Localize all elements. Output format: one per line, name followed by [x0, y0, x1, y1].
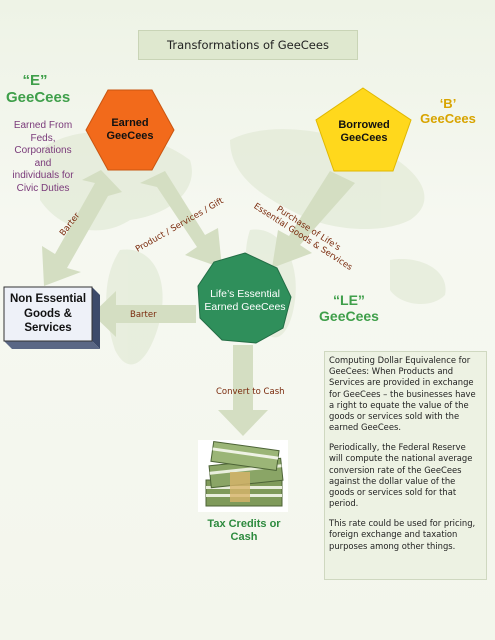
convert-to-cash-label: Convert to Cash — [216, 387, 285, 397]
e-geecees-tag-line2: GeeCees — [6, 89, 71, 107]
non-essential-label: Non Essential Goods & Services — [9, 293, 87, 335]
dollar-equivalence-note: Computing Dollar Equivalence for GeeCees… — [324, 351, 487, 580]
essential-geecees-heptagon — [197, 252, 292, 344]
e-geecees-tag: “E” GeeCees — [6, 72, 71, 107]
note-paragraph-2: Periodically, the Federal Reserve will c… — [329, 442, 473, 509]
tax-credits-cash-label: Tax Credits or Cash — [207, 518, 281, 543]
arrow-convert-to-cash — [218, 345, 268, 436]
note-paragraph-1: Computing Dollar Equivalence for GeeCees… — [329, 355, 476, 433]
essential-geecees-label: Life’s Essential Earned GeeCees — [204, 288, 286, 313]
b-geecees-tag-line2: GeeCees — [420, 110, 476, 126]
borrowed-geecees-pentagon — [315, 87, 412, 172]
arrow-borrowed-to-essential — [272, 171, 355, 268]
earned-description: Earned From Feds, Corporations and indiv… — [12, 120, 74, 194]
cash-stack-image — [198, 440, 288, 512]
non-essential-box — [3, 286, 100, 349]
arrow-barter-middle — [92, 291, 196, 337]
le-geecees-tag-line1: “LE” — [333, 292, 365, 308]
b-geecees-tag: ‘B’ GeeCees — [414, 96, 482, 127]
note-paragraph-3: This rate could be used for pricing, for… — [329, 518, 476, 551]
b-geecees-tag-line1: ‘B’ — [439, 96, 457, 111]
diagram-title: Transformations of GeeCees — [138, 30, 358, 60]
le-geecees-tag-line2: GeeCees — [319, 308, 379, 325]
arrow-barter-left — [42, 170, 122, 286]
e-geecees-tag-line1: “E” — [22, 72, 48, 89]
barter-middle-label: Barter — [130, 310, 157, 320]
earned-geecees-label: Earned GeeCees — [106, 116, 154, 142]
borrowed-geecees-label: Borrowed GeeCees — [338, 118, 390, 144]
arrow-earned-to-essential — [140, 171, 222, 268]
le-geecees-tag: “LE” GeeCees — [318, 292, 380, 324]
earned-geecees-hexagon — [85, 89, 175, 171]
